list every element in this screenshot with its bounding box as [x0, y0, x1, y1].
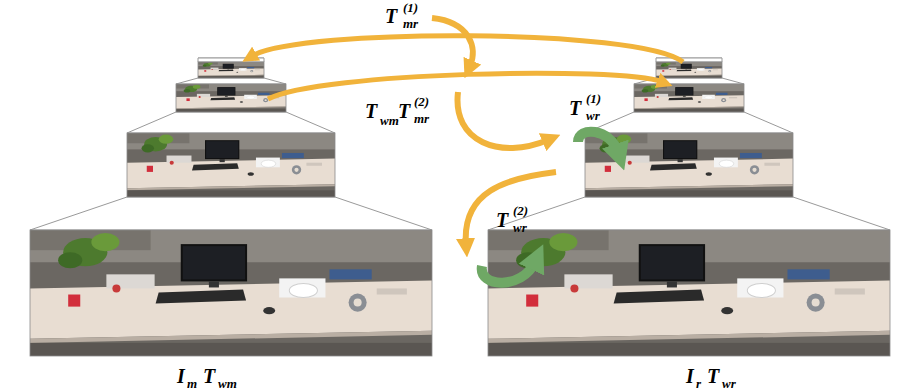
subscript: m: [187, 377, 197, 390]
math-symbol: T: [203, 366, 215, 386]
subscript: wm: [218, 377, 237, 390]
superscript: (2): [513, 204, 528, 217]
pyramid-level-frame: [127, 133, 335, 197]
superscript: (1): [403, 1, 418, 14]
math-symbol: T: [365, 101, 377, 121]
transform-arrow: [466, 172, 556, 244]
pyramid-level-image: [198, 62, 264, 78]
pyramid-band: [127, 112, 335, 133]
transform-arrow: [268, 73, 662, 99]
pyramid-level-frame: [30, 230, 432, 356]
subscript: wr: [722, 377, 736, 390]
pyramid-band: [656, 58, 722, 62]
pyramid-level-frame: [488, 230, 890, 356]
math-symbol: T: [385, 6, 397, 26]
transform-arrows: [252, 18, 683, 283]
pyramid-band: [488, 197, 890, 230]
pyramid-level-image: [656, 62, 722, 78]
pyramid-band: [176, 78, 286, 84]
refine-arrow: [578, 132, 618, 152]
pyramid-level-image: [127, 133, 335, 197]
math-symbol: T: [569, 98, 581, 118]
math-symbol: I: [686, 366, 694, 386]
math-symbol: I: [177, 366, 185, 386]
pyramid-level-frame: [634, 84, 744, 112]
math-symbol: T: [398, 101, 410, 121]
subscript: wr: [513, 221, 527, 234]
subscript: mr: [403, 17, 418, 30]
subscript: r: [696, 377, 701, 390]
pyramid-level-frame: [656, 62, 722, 78]
image-pyramid: [30, 58, 890, 356]
pyramid-band: [585, 112, 793, 133]
pyramid-band: [30, 197, 432, 230]
pyramid-level-image: [634, 84, 744, 112]
pyramid-band: [198, 58, 264, 62]
subscript: mr: [414, 112, 429, 125]
pyramid: [30, 58, 432, 356]
pyramid-level-frame: [198, 62, 264, 78]
transform-arrow: [457, 92, 548, 148]
subscript: wm: [380, 114, 399, 127]
pyramid: [488, 58, 890, 356]
math-symbol: T: [707, 366, 719, 386]
pyramid-level-image: [488, 230, 890, 356]
superscript: (1): [586, 92, 601, 105]
superscript: (2): [414, 95, 429, 108]
math-symbol: T: [496, 210, 508, 230]
subscript: wr: [586, 109, 600, 122]
refine-arrow: [482, 262, 535, 283]
pyramid-level-image: [30, 230, 432, 356]
transform-arrow: [432, 18, 473, 66]
